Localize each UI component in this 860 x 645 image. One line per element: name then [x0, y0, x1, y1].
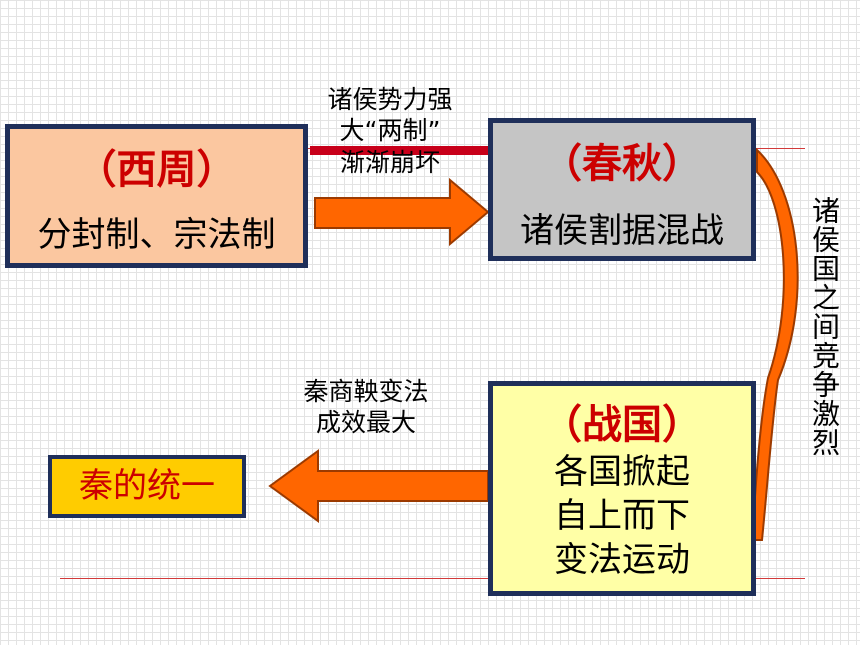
- bottom-guide-line: [60, 578, 805, 579]
- left-arrow-icon: [268, 449, 489, 523]
- red-divider-bar: [310, 146, 490, 155]
- right-arrow-icon: [314, 177, 490, 247]
- qin-unification-box: 秦的统一: [48, 455, 246, 518]
- top-arrow-label: 诸侯势力强 大“两制” 渐渐崩坏: [310, 84, 470, 178]
- bottom-arrow-label-line-2: 成效最大: [315, 408, 416, 438]
- top-arrow-label-line-3: 渐渐崩坏: [339, 147, 440, 177]
- bottom-arrow-label: 秦商鞅变法 成效最大: [286, 376, 446, 439]
- qin-unification-text: 秦的统一: [79, 466, 215, 506]
- warring-states-line-1: 各国掀起: [554, 452, 690, 492]
- spring-autumn-box: （春秋） 诸侯割据混战: [488, 118, 756, 261]
- curved-down-arrow-icon: [750, 147, 799, 541]
- bottom-arrow-label-line-1: 秦商鞅变法: [303, 377, 429, 406]
- side-vertical-label: 诸侯国之间竞争激烈: [808, 196, 841, 457]
- western-zhou-box: （西周） 分封制、宗法制: [5, 124, 308, 268]
- warring-states-box: （战国） 各国掀起 自上而下 变法运动: [488, 381, 756, 596]
- top-arrow-label-line-2: 大“两制”: [339, 116, 441, 146]
- warring-states-line-2: 自上而下: [554, 496, 690, 536]
- warring-states-title: （战国）: [542, 401, 702, 448]
- spring-autumn-title: （春秋）: [542, 140, 702, 187]
- warring-states-line-3: 变法运动: [554, 540, 690, 580]
- top-arrow-label-line-1: 诸侯势力强: [327, 85, 453, 114]
- western-zhou-text: 分封制、宗法制: [37, 215, 276, 255]
- spring-autumn-text: 诸侯割据混战: [520, 211, 724, 251]
- western-zhou-title: （西周）: [76, 146, 237, 193]
